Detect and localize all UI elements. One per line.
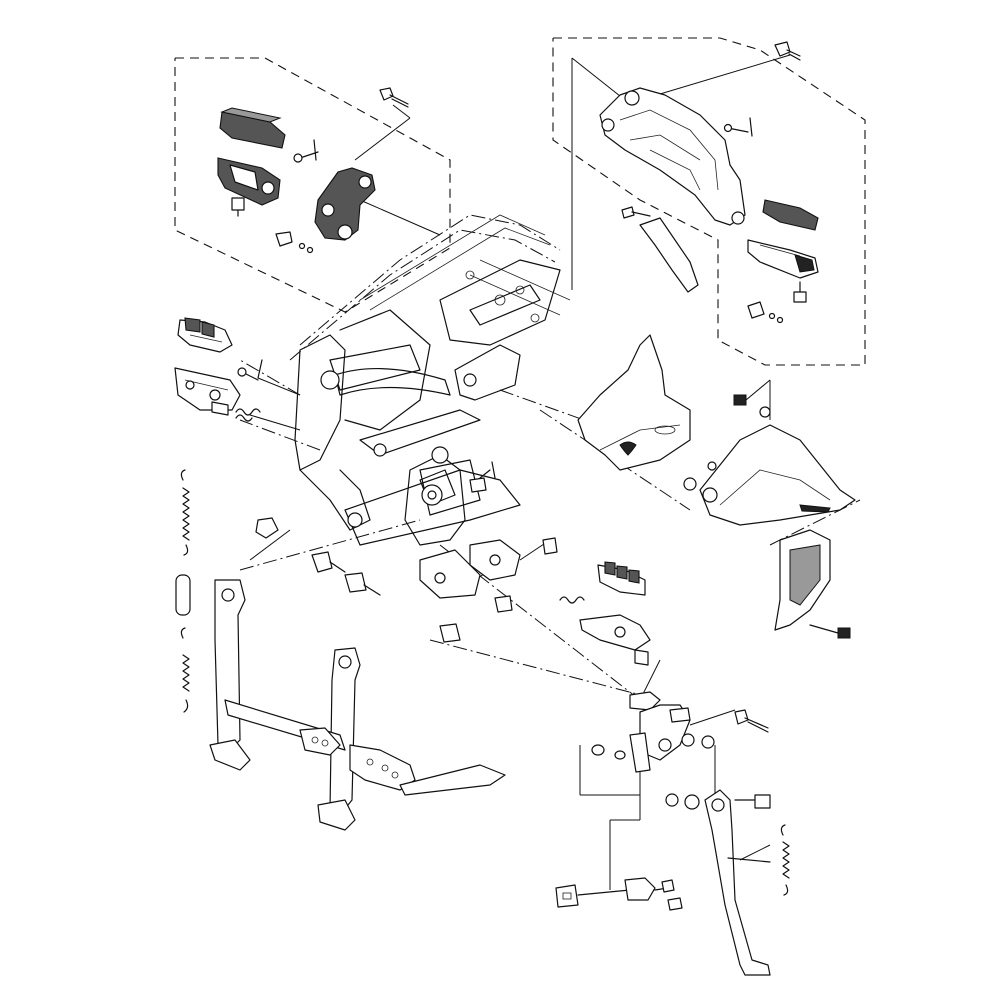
passenger-bracket-group — [599, 41, 819, 324]
side-stand-assembly — [555, 691, 790, 976]
group-outline-left-footrest — [174, 57, 451, 313]
rider-footrest-upper — [217, 87, 409, 254]
group-outline-right-bracket — [552, 37, 866, 366]
springs-column — [175, 469, 191, 713]
rider-footrest-left — [174, 317, 263, 422]
frame-fasteners — [255, 461, 558, 643]
center-stand — [209, 579, 506, 831]
heel-guard — [577, 334, 856, 639]
rider-footrest-right — [559, 561, 651, 666]
frame-assembly — [289, 214, 571, 546]
